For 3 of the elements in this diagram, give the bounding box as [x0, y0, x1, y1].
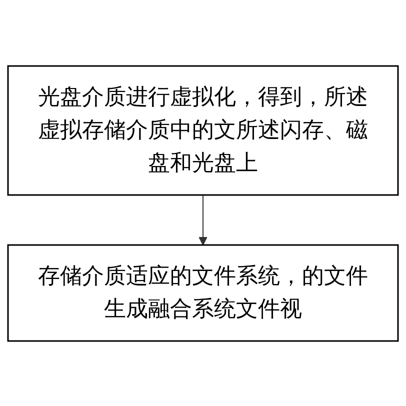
node-box: 光盘介质进行虚拟化，得到，所述虚拟存储介质中的文所述闪存、磁盘和光盘上	[7, 64, 399, 196]
arrow	[198, 194, 208, 245]
node-box: 存储介质适应的文件系统，的文件生成融合系统文件视	[7, 244, 399, 342]
